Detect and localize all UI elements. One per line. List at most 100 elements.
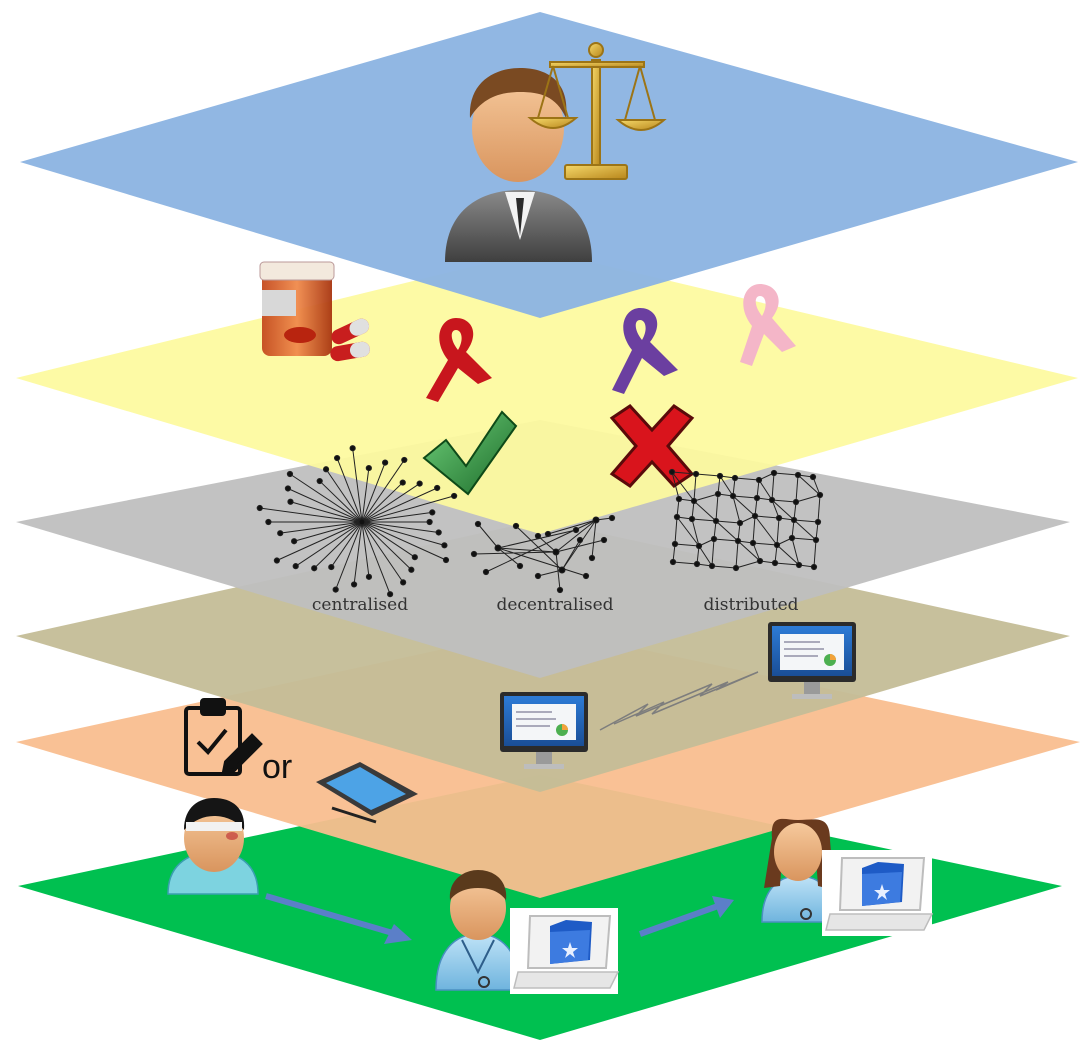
network-node xyxy=(588,554,596,562)
network-edge xyxy=(776,517,780,546)
network-edge xyxy=(793,519,819,523)
network-node xyxy=(729,492,737,500)
network-node xyxy=(442,556,450,564)
network-edge xyxy=(671,471,695,502)
network-edge xyxy=(693,500,717,522)
capsule-icon xyxy=(330,318,370,362)
network-edge xyxy=(735,540,739,569)
network-node xyxy=(600,536,608,544)
network-node xyxy=(788,534,796,542)
network-node xyxy=(809,473,817,481)
network-node xyxy=(286,470,294,478)
network-edge xyxy=(691,518,717,522)
network-node xyxy=(311,565,318,572)
network-edge xyxy=(674,516,678,545)
network-link xyxy=(599,671,759,731)
network-edge xyxy=(537,535,557,553)
network-edge xyxy=(497,547,587,577)
network-node xyxy=(771,559,779,567)
network-edge xyxy=(773,472,799,476)
purple-ribbon-icon xyxy=(612,308,678,394)
arrow-icon xyxy=(265,893,412,944)
network-edge xyxy=(791,537,800,566)
network-edge xyxy=(361,495,455,523)
network-node xyxy=(441,542,448,549)
network-node xyxy=(582,572,590,580)
network-node xyxy=(316,477,323,485)
network-node xyxy=(756,557,764,565)
clipboard-check-icon xyxy=(184,698,263,776)
network-node xyxy=(284,485,292,492)
network-node xyxy=(534,532,542,540)
medicine-bottle-icon xyxy=(259,261,335,356)
network-edge xyxy=(361,462,386,523)
or-text: or xyxy=(262,748,292,786)
network-edge xyxy=(353,521,363,585)
network-edge xyxy=(711,565,737,569)
network-edge xyxy=(797,474,821,496)
network-node xyxy=(399,479,406,486)
network-edge xyxy=(290,501,363,523)
network-node xyxy=(256,504,263,512)
network-node xyxy=(273,557,280,564)
network-node xyxy=(693,560,701,568)
network-edge xyxy=(477,523,499,549)
network-edge xyxy=(771,499,795,521)
pink-ribbon-icon xyxy=(740,284,796,366)
network-node xyxy=(814,518,822,526)
label-distributed: distributed xyxy=(703,595,798,615)
network-node xyxy=(401,456,408,464)
patient-icon xyxy=(167,798,259,895)
network-node xyxy=(333,454,341,462)
network-edge xyxy=(715,520,739,542)
network-edge xyxy=(693,493,719,502)
network-node xyxy=(708,562,716,570)
network-node xyxy=(695,542,703,550)
red-ribbon-icon xyxy=(426,318,492,402)
network-node xyxy=(277,530,284,537)
network-edge xyxy=(776,544,800,566)
network-node xyxy=(416,480,423,487)
network-edge xyxy=(352,448,363,523)
network-node xyxy=(287,498,294,505)
network-edge xyxy=(335,521,363,590)
network-node xyxy=(358,518,366,526)
network-edge xyxy=(361,521,412,571)
network-edge xyxy=(752,542,761,562)
network-edge xyxy=(791,537,817,541)
network-edge xyxy=(715,520,741,524)
network-edge xyxy=(330,521,363,568)
network-node xyxy=(790,516,798,524)
network-node xyxy=(753,494,761,502)
network-edge xyxy=(555,519,597,553)
arrow-icon xyxy=(638,896,734,937)
network-node xyxy=(470,550,478,558)
network-node xyxy=(768,496,776,504)
network-edge xyxy=(695,473,721,477)
network-edge xyxy=(591,519,597,559)
network-node xyxy=(690,497,698,505)
network-edge xyxy=(813,539,817,568)
monitor-icon xyxy=(500,692,588,769)
network-edge xyxy=(561,539,581,571)
network-edge xyxy=(754,515,778,546)
network-node xyxy=(755,476,763,484)
judge-person-icon xyxy=(445,68,592,262)
network-edge xyxy=(497,547,521,567)
network-node xyxy=(572,526,580,534)
network-edge xyxy=(771,472,775,501)
network-node xyxy=(516,562,524,570)
network-edge xyxy=(361,521,391,595)
network-node xyxy=(775,514,783,522)
network-edge xyxy=(795,494,821,503)
network-edge xyxy=(361,459,405,523)
network-edge xyxy=(719,475,734,497)
network-node xyxy=(592,516,600,524)
network-node xyxy=(732,564,740,572)
network-node xyxy=(322,466,330,473)
network-edge xyxy=(672,561,698,565)
distributed-network xyxy=(668,468,824,572)
network-edge xyxy=(561,519,597,571)
network-edge xyxy=(361,521,447,561)
